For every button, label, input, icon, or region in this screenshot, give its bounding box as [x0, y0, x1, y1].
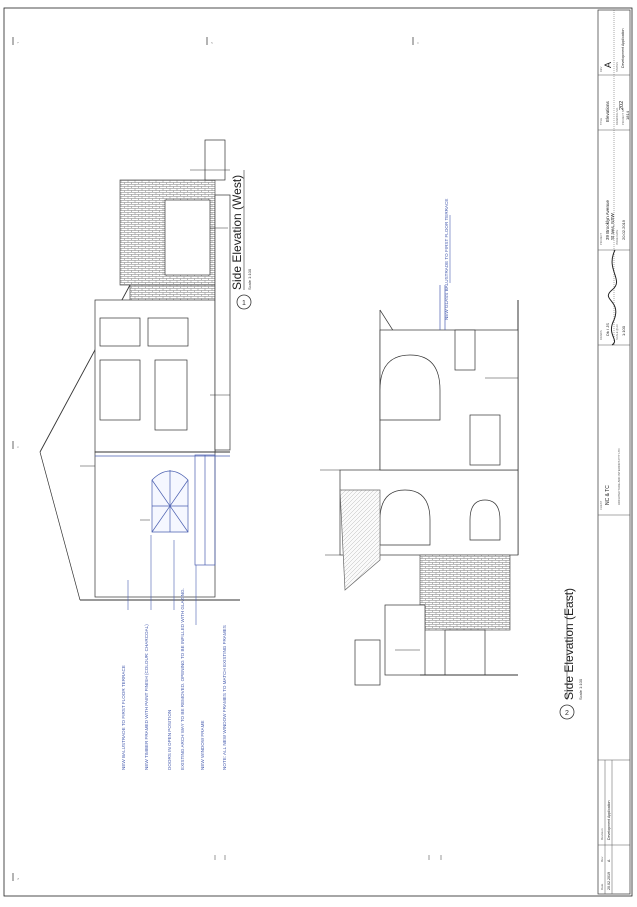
svg-text:REV: REV	[599, 66, 603, 72]
svg-text:2: 2	[565, 710, 569, 717]
title-block: REV TITLE PROJECT DRAWN ISSUE DATE DRAWI…	[597, 9, 631, 895]
drawn-by: Dk / JS	[605, 323, 610, 336]
svg-text:Revision: Revision	[600, 828, 604, 840]
signature	[607, 249, 618, 346]
project-number: 1814	[625, 110, 630, 120]
sheet-border	[3, 7, 633, 897]
scale-east: Scale 1:100	[578, 678, 583, 700]
svg-text:CLIENT: CLIENT	[599, 500, 603, 510]
scale-value: 1:100	[621, 325, 626, 336]
svg-text:ISSUE DATE: ISSUE DATE	[615, 230, 619, 245]
svg-text:2: 2	[210, 42, 214, 44]
west-leaders	[127, 535, 197, 625]
svg-text:SCALE @ A3: SCALE @ A3	[615, 324, 619, 340]
svg-text:3: 3	[416, 42, 420, 44]
architect-name: ARCHITECTURE AND INTERIORS PTY LTD	[617, 449, 621, 505]
scale-west: Scale 1:100	[247, 268, 252, 290]
svg-text:STATUS: STATUS	[615, 62, 619, 72]
title-east: Side Elevation (East)	[562, 588, 576, 700]
drawing-title-east: 2 Side Elevation (East) Scale 1:100	[559, 588, 583, 720]
svg-text:PROJECT NO.: PROJECT NO.	[621, 107, 625, 125]
note-doors-open: DOORS IN OPEN POSITION	[167, 710, 172, 770]
drawing-title-west: 1 Side Elevation (West) Scale 1:100	[230, 170, 252, 310]
svg-text:PROJECT: PROJECT	[599, 232, 603, 245]
svg-text:Date: Date	[600, 883, 604, 890]
east-note: NEW GLASS BALUSTRADE TO FIRST FLOOR TERR…	[444, 199, 449, 320]
rev-row-date: 20.02.2019	[607, 872, 611, 890]
revision-table: Date Rev Revision 20.02.2019 A Developme…	[598, 760, 630, 894]
svg-text:DRAWN: DRAWN	[599, 330, 603, 340]
grid-marker-5: 5	[12, 873, 20, 881]
grid-marker-2: 2	[206, 37, 214, 45]
svg-text:1: 1	[242, 300, 246, 307]
svg-text:Rev: Rev	[600, 856, 604, 862]
client-name: NC & TC	[605, 485, 611, 505]
sheet-title: Elevations	[605, 100, 610, 122]
cut-markers	[214, 855, 442, 860]
west-elevation	[39, 139, 240, 601]
svg-text:4: 4	[16, 446, 20, 448]
status-value: Development Application	[621, 28, 625, 68]
west-notes: NEW BALUSTRADE TO FIRST FLOOR TERRACE NE…	[121, 588, 227, 770]
note-balustrade: NEW BALUSTRADE TO FIRST FLOOR TERRACE	[121, 665, 126, 770]
note-timber-frame: NEW TIMBER FRAMED WITH PAINT FINISH (COL…	[144, 624, 149, 770]
rev-row-rev: A	[607, 859, 611, 862]
rev-row-desc: Development Application	[607, 800, 611, 840]
east-note-group: NEW GLASS BALUSTRADE TO FIRST FLOOR TERR…	[444, 199, 449, 320]
rev-value: A	[603, 62, 613, 68]
east-elevation	[320, 285, 519, 686]
grid-marker-1: 1	[12, 37, 20, 45]
svg-text:DRAWING NO.: DRAWING NO.	[615, 107, 619, 125]
svg-text:1: 1	[16, 42, 20, 44]
note-window-frame: NEW WINDOW FRAME	[200, 720, 205, 770]
title-west: Side Elevation (West)	[230, 175, 244, 290]
grid-marker-3: 3	[412, 37, 420, 45]
note-arch-way: EXISTING ARCH WAY TO BE REMOVED. OPENING…	[180, 588, 185, 770]
issue-date: 20.02.2019	[621, 219, 626, 240]
address-line-2: St Ives, NSW	[610, 212, 615, 240]
note-all-frames: NOTE: ALL NEW WINDOW FRAMES TO MATCH EXI…	[222, 625, 227, 770]
grid-marker-4: 4	[12, 441, 20, 449]
drawing-number: 202	[619, 101, 625, 110]
svg-text:5: 5	[16, 878, 20, 880]
svg-text:TITLE: TITLE	[599, 118, 603, 125]
address-line-1: 39 Brooklyn Avenue	[605, 200, 610, 240]
